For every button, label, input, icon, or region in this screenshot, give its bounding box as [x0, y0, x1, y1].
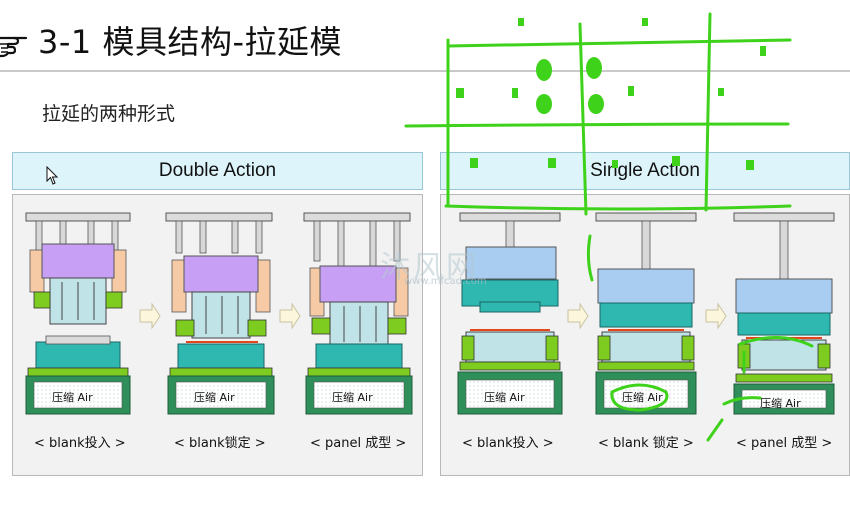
- stage-caption: < blank 锁定 >: [598, 436, 694, 451]
- pointing-hand-icon: [0, 36, 28, 58]
- single-stage-2-diagram: [595, 212, 697, 415]
- green-annotation-dots: [456, 18, 766, 170]
- double-action-header: Double Action: [12, 152, 423, 190]
- stage-arrow-icon: [567, 302, 589, 330]
- slide-title: 3-1 模具结构-拉延模: [0, 14, 342, 66]
- stage-caption: < blank投入 >: [34, 436, 126, 451]
- air-label: 压缩 Air: [484, 391, 525, 404]
- watermark-url: www.mfcad.com: [404, 276, 487, 287]
- stage-caption: < blank投入 >: [462, 436, 554, 451]
- air-label: 压缩 Air: [194, 391, 235, 404]
- mouse-pointer-icon: [46, 166, 59, 185]
- double-stage-2-diagram: [165, 212, 275, 415]
- air-label: 压缩 Air: [332, 391, 373, 404]
- watermark-text: 沐风网: [380, 250, 479, 285]
- stage-caption: < panel 成型 >: [310, 436, 407, 451]
- single-action-header: Single Action: [440, 152, 850, 190]
- double-stage-1-diagram: [25, 212, 131, 415]
- stage-caption: < panel 成型 >: [736, 436, 833, 451]
- double-stage-3-diagram: [303, 212, 413, 415]
- stage-arrow-icon: [139, 302, 161, 330]
- air-label: 压缩 Air: [622, 391, 663, 404]
- stage-arrow-icon: [705, 302, 727, 330]
- single-stage-1-diagram: [457, 212, 563, 415]
- air-label: 压缩 Air: [760, 397, 801, 410]
- single-stage-3-diagram: [733, 212, 835, 415]
- stage-caption: < blank锁定 >: [174, 436, 266, 451]
- air-label: 压缩 Air: [52, 391, 93, 404]
- green-annotation-marks: [404, 12, 814, 442]
- slide-subtitle: 拉延的两种形式: [42, 103, 176, 125]
- stage-arrow-icon: [279, 302, 301, 330]
- page-title: 3-1 模具结构-拉延模: [38, 23, 342, 61]
- title-divider: [0, 70, 850, 72]
